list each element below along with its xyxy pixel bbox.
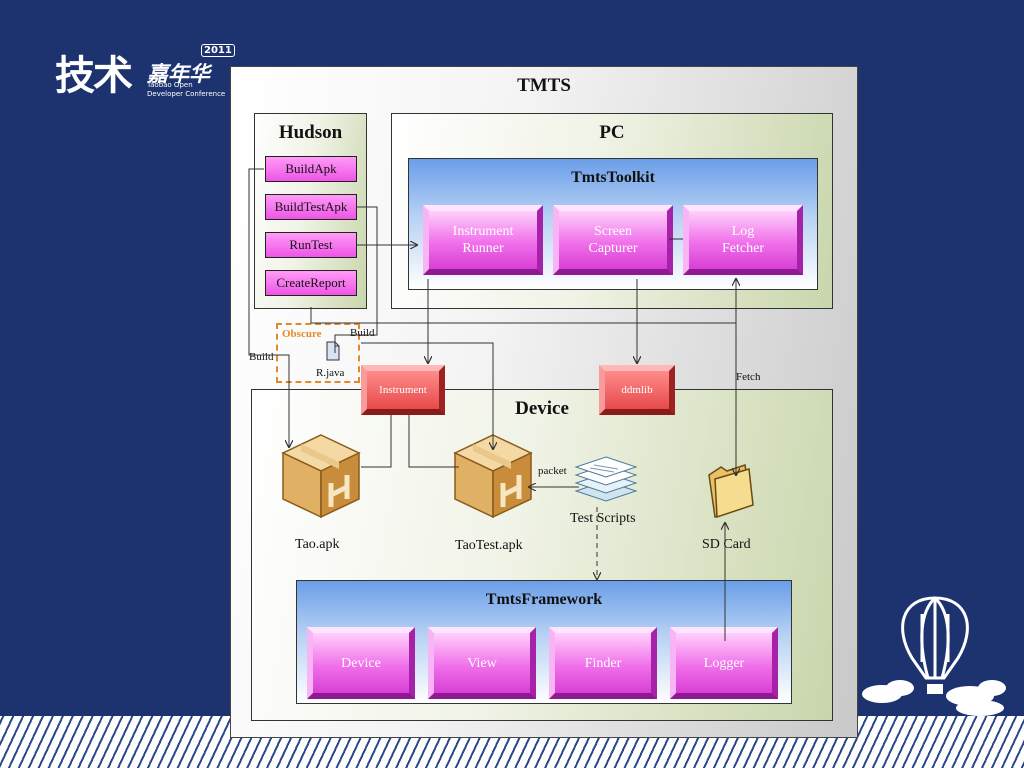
logo-subtitle-line2: Developer Conference [147,90,226,98]
log-fetcher-line1: Log [731,224,755,239]
finder-module[interactable]: Finder [549,627,657,699]
log-fetcher-line2: Fetcher [722,241,764,256]
ddmlib-bridge[interactable]: ddmlib [599,365,675,415]
hudson-box: Hudson BuildApk BuildTestApk RunTest Cre… [254,113,367,309]
logo-main-text: 技术 [55,53,133,99]
sd-card-label: SD Card [702,537,751,552]
runtest-button[interactable]: RunTest [265,232,357,258]
logo-mid-text: 嘉年华 [147,62,210,86]
test-scripts-documents-icon [574,456,638,502]
pc-title: PC [599,122,625,143]
conference-logo: 技术 嘉年华 2011 Taobao Open Developer Confer… [55,44,235,104]
hot-air-balloon-icon [862,596,1006,716]
tmtsframework-title: TmtsFramework [485,591,603,608]
logo-year-badge: 2011 [201,44,235,57]
tmtstoolkit-title: TmtsToolkit [571,169,655,186]
instrument-bridge[interactable]: Instrument [361,365,445,415]
hudson-title: Hudson [278,122,343,143]
instrument-runner-line1: Instrument [452,224,514,239]
obscure-label: Obscure [282,328,322,340]
logo-subtitle-line1: Taobao Open [147,81,193,89]
test-scripts-label: Test Scripts [570,511,636,526]
buildtestapk-button[interactable]: BuildTestApk [265,194,357,220]
screen-capturer-line2: Capturer [588,241,638,256]
tao-apk-label: Tao.apk [295,537,340,552]
logo-subtitle: Taobao Open Developer Conference [147,81,225,99]
fetch-label: Fetch [736,371,761,383]
view-module[interactable]: View [428,627,536,699]
taotest-apk-label: TaoTest.apk [455,538,523,553]
screen-capturer-line1: Screen [593,224,633,239]
tmts-diagram: TMTS Hudson BuildApk BuildTestApk RunTes… [230,66,858,738]
build-label-left: Build [249,351,274,363]
logger-module[interactable]: Logger [670,627,778,699]
connector-lines [248,168,857,641]
device-module[interactable]: Device [307,627,415,699]
device-title: Device [515,398,569,419]
taotest-apk-package-icon [453,434,533,519]
buildapk-button[interactable]: BuildApk [265,156,357,182]
tmtsframework-box: TmtsFramework Device View Finder Logger [296,580,792,704]
rjava-label: R.java [316,367,345,379]
tao-apk-package-icon [281,434,361,519]
packet-label: packet [538,465,567,477]
build-label-top: Build [350,327,375,339]
diagram-title: TMTS [517,75,571,96]
instrument-runner-line2: Runner [462,241,504,256]
createreport-button[interactable]: CreateReport [265,270,357,296]
